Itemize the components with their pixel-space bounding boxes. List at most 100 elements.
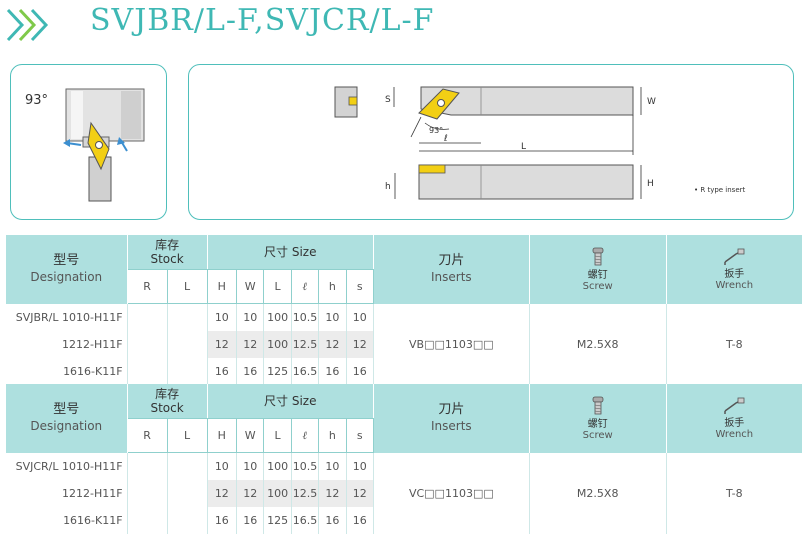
size-cell: 16 (236, 358, 265, 385)
size-cell: 100 (263, 480, 292, 507)
model-header-en: Designation (30, 419, 103, 434)
inserts-header-cn: 刀片 (438, 253, 465, 269)
stock-header-cn: 库存 (155, 238, 180, 252)
inserts-header-en: Inserts (431, 419, 472, 434)
screw-header-en: Screw (582, 280, 613, 292)
wrench-header-cn: 扳手 (724, 268, 745, 280)
size-cell: 12.5 (291, 480, 320, 507)
size-cell: 16 (318, 358, 347, 385)
size-cell: 100 (263, 452, 292, 480)
size-cell: 16.5 (291, 507, 320, 534)
size-cell: 16 (207, 358, 238, 385)
size-cell: 10 (207, 303, 238, 331)
table-row-designation: 1212-H11F (6, 480, 128, 507)
table-row-designation: SVJBR/L 1010-H11F (6, 303, 128, 331)
size-col-l: ℓ (291, 418, 320, 453)
size-cell: 10.5 (291, 303, 320, 331)
dim-angle-label: 93° (429, 126, 443, 135)
spec-table-1: 型号 Designation 库存 Stock 尺寸 Size 刀片 Inser… (6, 235, 802, 385)
wrench-cell: T-8 (665, 303, 802, 385)
turning-angle-diagram: 93° (25, 88, 145, 202)
wrench-header: 扳手 Wrench (666, 235, 802, 304)
stock-l-cell (167, 331, 208, 358)
size-cell: 10 (318, 452, 347, 480)
inserts-header-cn: 刀片 (438, 402, 465, 418)
size-cell: 100 (263, 331, 292, 358)
size-cell: 16 (207, 507, 238, 534)
page-title: SVJBR/L-F,SVJCR/L-F (90, 3, 435, 38)
wrench-cell: T-8 (665, 452, 802, 534)
spec-table-2: 型号 Designation 库存 Stock 尺寸 Size 刀片 Inser… (6, 384, 802, 534)
right-diagram-panel: S W 93° ℓ L h H • R type insert (188, 64, 794, 220)
size-cell: 125 (263, 358, 292, 385)
stock-l-cell (167, 452, 208, 480)
size-cell: 12 (236, 331, 265, 358)
size-col-l: ℓ (291, 269, 320, 304)
size-cell: 12 (236, 480, 265, 507)
stock-r-cell (127, 331, 168, 358)
size-cell: 12 (318, 331, 347, 358)
inserts-header: 刀片 Inserts (373, 235, 530, 304)
screw-icon (592, 396, 604, 415)
size-col-s: s (346, 269, 374, 304)
size-col-h: h (318, 269, 347, 304)
size-col-h: h (318, 418, 347, 453)
size-cell: 10 (207, 452, 238, 480)
dim-h-label: h (385, 182, 391, 192)
inserts-header-en: Inserts (431, 270, 472, 285)
screw-header-en: Screw (582, 429, 613, 441)
size-cell: 10 (318, 303, 347, 331)
screw-icon (592, 247, 604, 266)
screw-cell: M2.5X8 (528, 303, 667, 385)
screw-cell: M2.5X8 (528, 452, 667, 534)
stock-r-cell (127, 303, 168, 331)
size-cell: 12 (207, 331, 238, 358)
chevron-logo-icon (6, 8, 49, 42)
stock-header: 库存 Stock (127, 235, 208, 270)
size-cell: 16 (346, 358, 374, 385)
size-cell: 16 (318, 507, 347, 534)
stock-col-l: L (167, 269, 208, 304)
size-cell: 16 (346, 507, 374, 534)
stock-l-cell (167, 303, 208, 331)
table-row-designation: 1616-K11F (6, 358, 128, 385)
size-cell: 10 (346, 303, 374, 331)
screw-header: 螺钉 Screw (529, 384, 667, 453)
size-col-H: H (207, 269, 238, 304)
model-header: 型号 Designation (6, 384, 128, 453)
stock-r-cell (127, 452, 168, 480)
stock-header-en: Stock (150, 252, 184, 266)
stock-r-cell (127, 358, 168, 385)
inserts-header: 刀片 Inserts (373, 384, 530, 453)
stock-header-en: Stock (150, 401, 184, 415)
wrench-header: 扳手 Wrench (666, 384, 802, 453)
size-cell: 10 (236, 452, 265, 480)
screw-header: 螺钉 Screw (529, 235, 667, 304)
size-header: 尺寸 Size (207, 235, 374, 270)
insert-cell: VC□□1103□□ (372, 452, 530, 534)
dim-L-label: L (521, 142, 526, 152)
holder-dimension-drawing: S W 93° ℓ L h H • R type insert (334, 86, 746, 200)
table-row-designation: 1212-H11F (6, 331, 128, 358)
left-angle-label: 93° (25, 93, 48, 108)
model-header-cn: 型号 (53, 253, 80, 269)
stock-col-l: L (167, 418, 208, 453)
insert-cell: VB□□1103□□ (372, 303, 530, 385)
size-col-W: W (236, 269, 265, 304)
dim-s-label: S (385, 95, 391, 105)
size-col-s: s (346, 418, 374, 453)
size-cell: 10 (236, 303, 265, 331)
wrench-header-en: Wrench (715, 428, 754, 440)
size-cell: 10.5 (291, 452, 320, 480)
size-col-H: H (207, 418, 238, 453)
table-row-designation: 1616-K11F (6, 507, 128, 534)
size-cell: 125 (263, 507, 292, 534)
left-diagram-panel: 93° (10, 64, 167, 220)
model-header-cn: 型号 (53, 402, 80, 418)
model-header-en: Designation (30, 270, 103, 285)
wrench-header-en: Wrench (715, 279, 754, 291)
stock-header-cn: 库存 (155, 387, 180, 401)
dim-l-label: ℓ (443, 134, 448, 144)
size-cell: 100 (263, 303, 292, 331)
model-header: 型号 Designation (6, 235, 128, 304)
